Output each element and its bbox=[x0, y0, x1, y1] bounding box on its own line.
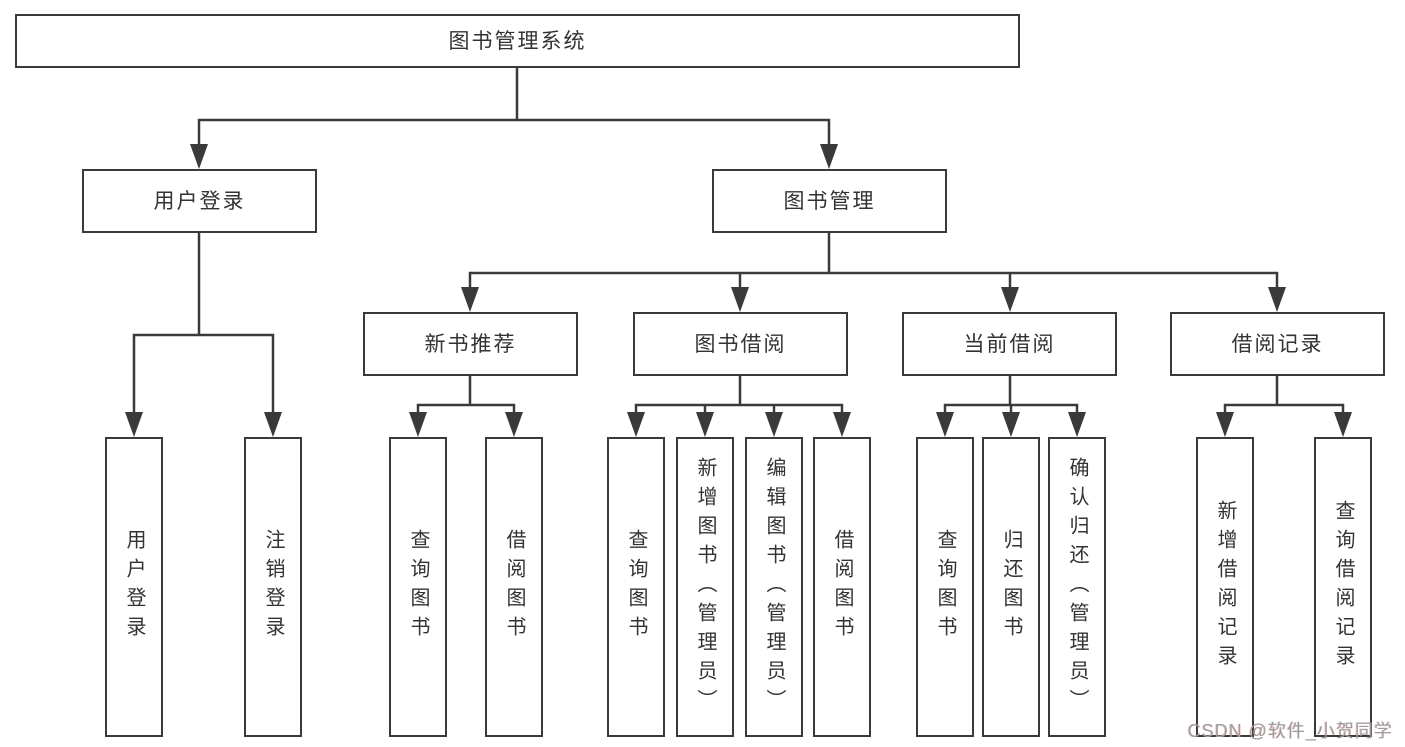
leaf-borrow-books: 借阅图书 bbox=[813, 437, 871, 737]
leaf-confirm-return-admin: 确认归还（管理员） bbox=[1048, 437, 1106, 737]
leaf-edit-book-admin: 编辑图书（管理员） bbox=[745, 437, 803, 737]
leaf-logout: 注销登录 bbox=[244, 437, 302, 737]
leaf-add-borrow-record: 新增借阅记录 bbox=[1196, 437, 1254, 737]
leaf-query-books-recommend: 查询图书 bbox=[389, 437, 447, 737]
connector-borrow-records-branch bbox=[1223, 374, 1345, 418]
node-current-borrow: 当前借阅 bbox=[902, 312, 1117, 376]
csdn-watermark: CSDN @软件_小贺同学 bbox=[1187, 721, 1393, 741]
connector-user-login-branch bbox=[132, 231, 275, 418]
node-user-login: 用户登录 bbox=[82, 169, 317, 233]
node-library-management-system: 图书管理系统 bbox=[15, 14, 1020, 68]
node-new-book-recommend: 新书推荐 bbox=[363, 312, 578, 376]
leaf-user-login: 用户登录 bbox=[105, 437, 163, 737]
connector-book-management-branch bbox=[468, 231, 1279, 292]
connector-book-borrow-branch bbox=[634, 374, 844, 418]
leaf-return-book: 归还图书 bbox=[982, 437, 1040, 737]
connector-root-to-level2 bbox=[197, 66, 831, 149]
node-book-borrow: 图书借阅 bbox=[633, 312, 848, 376]
node-book-management: 图书管理 bbox=[712, 169, 947, 233]
connector-new-book-recommend-branch bbox=[416, 374, 516, 418]
leaf-query-borrow-record: 查询借阅记录 bbox=[1314, 437, 1372, 737]
leaf-query-books-current: 查询图书 bbox=[916, 437, 974, 737]
leaf-borrow-books-recommend: 借阅图书 bbox=[485, 437, 543, 737]
leaf-query-books-borrow: 查询图书 bbox=[607, 437, 665, 737]
node-borrow-records: 借阅记录 bbox=[1170, 312, 1385, 376]
leaf-add-book-admin: 新增图书（管理员） bbox=[676, 437, 734, 737]
connector-current-borrow-branch bbox=[943, 374, 1079, 418]
